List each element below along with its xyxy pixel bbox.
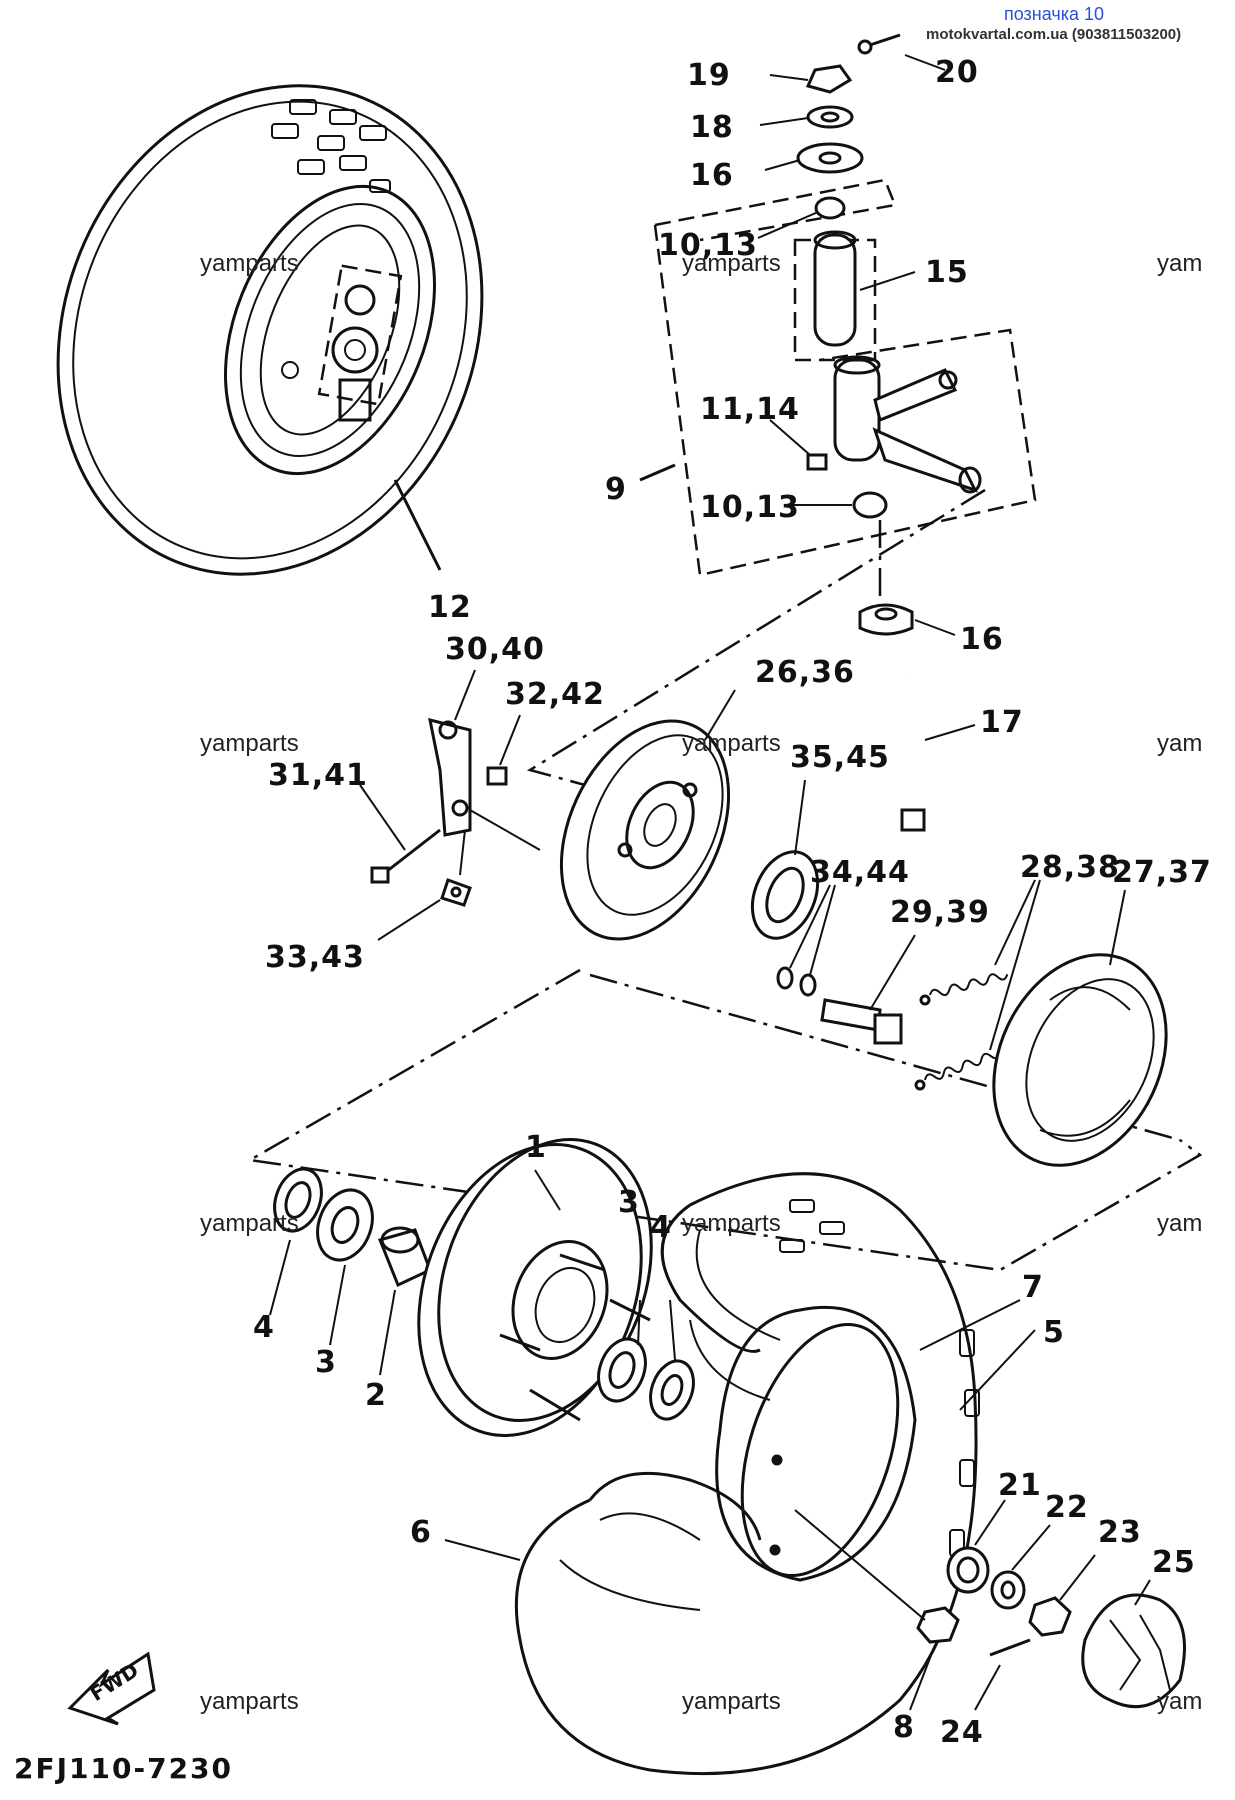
watermark-cut: yam bbox=[1157, 1210, 1203, 1237]
callout-1: 1 bbox=[525, 1130, 547, 1165]
callout-10-13: 10,13 bbox=[700, 490, 800, 525]
assembly-axis-upper bbox=[526, 488, 986, 802]
watermark: yamparts bbox=[200, 730, 299, 757]
watermark: yamparts bbox=[682, 730, 781, 757]
brake-camshaft bbox=[820, 934, 916, 1045]
callout-4: 4 bbox=[650, 1210, 672, 1245]
assembled-wheel-illustration bbox=[56, 84, 484, 576]
brake-springs bbox=[914, 879, 1041, 1091]
watermark-cut: yam bbox=[1157, 250, 1203, 277]
hub-bearings-right bbox=[597, 1299, 695, 1421]
callout-25: 25 bbox=[1152, 1545, 1196, 1580]
callout-35-45: 35,45 bbox=[790, 740, 890, 775]
callout-17: 17 bbox=[980, 705, 1024, 740]
callout-24: 24 bbox=[940, 1715, 984, 1750]
seal-and-orings bbox=[750, 779, 836, 997]
brake-drum-hub bbox=[417, 1138, 653, 1437]
callout-9: 9 bbox=[605, 472, 627, 507]
site-credit: motokvartal.com.ua (903811503200) bbox=[926, 26, 1182, 43]
brake-shoe-plate bbox=[559, 689, 736, 941]
watermark: yamparts bbox=[682, 1210, 781, 1237]
watermark: yamparts bbox=[200, 250, 299, 277]
callout-30-40: 30,40 bbox=[445, 632, 545, 667]
callout-11-14: 11,14 bbox=[700, 392, 800, 427]
callout-16: 16 bbox=[960, 622, 1004, 657]
callout-18: 18 bbox=[690, 110, 734, 145]
callout-32-42: 32,42 bbox=[505, 677, 605, 712]
callout-20: 20 bbox=[935, 55, 979, 90]
callout-15: 15 bbox=[925, 255, 969, 290]
callout-31-41: 31,41 bbox=[268, 758, 368, 793]
kingpin-stack bbox=[757, 33, 946, 347]
brake-shoes bbox=[992, 889, 1168, 1167]
watermark-cut: yam bbox=[1157, 1688, 1203, 1715]
brake-cam-lever bbox=[359, 669, 541, 941]
assembly-axis-lower bbox=[246, 968, 1203, 1272]
callout-22: 22 bbox=[1045, 1490, 1089, 1525]
callout-8: 8 bbox=[893, 1710, 915, 1745]
callout-10-13: 10,13 bbox=[658, 228, 758, 263]
page-title: позначка 10 bbox=[1004, 4, 1105, 24]
callout-34-44: 34,44 bbox=[810, 855, 910, 890]
hub-bearings-left bbox=[269, 1167, 432, 1376]
callout-26-36: 26,36 bbox=[755, 655, 855, 690]
drawing-code: 2FJ110-7230 bbox=[14, 1752, 234, 1785]
watermark: yamparts bbox=[682, 1688, 781, 1715]
callout-6: 6 bbox=[410, 1515, 432, 1550]
watermark: yamparts bbox=[200, 1210, 299, 1237]
callout-5: 5 bbox=[1043, 1315, 1065, 1350]
axle-nut-and-cap bbox=[794, 1499, 1186, 1711]
callout-19: 19 bbox=[687, 58, 731, 93]
callout-2: 2 bbox=[365, 1378, 387, 1413]
callout-21: 21 bbox=[998, 1468, 1042, 1503]
callout-23: 23 bbox=[1098, 1515, 1142, 1550]
fwd-arrow-icon bbox=[67, 1651, 156, 1726]
callout-29-39: 29,39 bbox=[890, 895, 990, 930]
callout-3: 3 bbox=[315, 1345, 337, 1380]
steering-knuckle bbox=[769, 355, 982, 832]
watermark: yamparts bbox=[200, 1688, 299, 1715]
assembly-axis-lower-edge bbox=[589, 973, 1181, 1142]
watermark: yamparts bbox=[682, 250, 781, 277]
callout-4: 4 bbox=[253, 1310, 275, 1345]
callout-27-37: 27,37 bbox=[1112, 855, 1212, 890]
watermark-cut: yam bbox=[1157, 730, 1203, 757]
callout-28-38: 28,38 bbox=[1020, 850, 1120, 885]
callout-7: 7 bbox=[1022, 1270, 1044, 1305]
callout-16: 16 bbox=[690, 158, 734, 193]
callout-3: 3 bbox=[618, 1185, 640, 1220]
callout-12: 12 bbox=[428, 590, 472, 625]
wheel-tire-halves bbox=[444, 1172, 1036, 1776]
callout-33-43: 33,43 bbox=[265, 940, 365, 975]
